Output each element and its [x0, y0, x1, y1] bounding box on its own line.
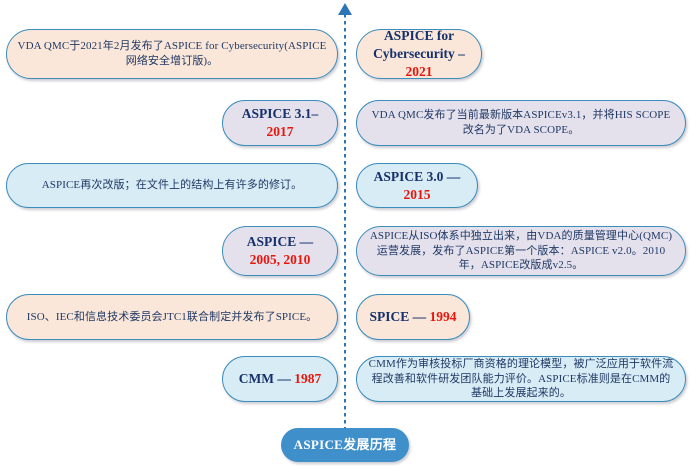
- event-label-2015[interactable]: ASPICE 3.0 — 2015: [356, 163, 478, 208]
- diagram-title-pill[interactable]: ASPICE发展历程: [281, 428, 409, 462]
- event-description-2015[interactable]: ASPICE再次改版；在文件上的结构上有许多的修订。: [6, 163, 338, 208]
- event-year: 2005, 2010: [249, 252, 311, 267]
- event-label-prefix: SPICE —: [369, 309, 430, 325]
- event-label-text: CMM — 1987: [233, 370, 327, 388]
- event-description-text: ASPICE再次改版；在文件上的结构上有许多的修订。: [41, 179, 303, 192]
- event-description-text: VDA QMC于2021年2月发布了ASPICE for Cybersecuri…: [17, 40, 327, 67]
- event-year: 1987: [294, 371, 322, 387]
- event-label-2005-2010[interactable]: ASPICE — 2005, 2010: [222, 226, 338, 276]
- event-year: 1994: [429, 309, 457, 325]
- event-year: 2021: [405, 63, 433, 79]
- event-description-1994[interactable]: ISO、IEC和信息技术委员会JTC1联合制定并发布了SPICE。: [6, 294, 338, 340]
- event-label-prefix: ASPICE 3.0 —: [373, 168, 461, 184]
- event-label-text: ASPICE — 2005, 2010: [233, 233, 327, 269]
- event-label-2021[interactable]: ASPICE for Cybersecurity – 2021: [356, 27, 482, 80]
- event-description-text: VDA QMC发布了当前最新版本ASPICEv3.1，并将HIS SCOPE改名…: [371, 109, 671, 136]
- event-label-prefix: ASPICE 3.1–: [241, 106, 319, 122]
- event-label-1994[interactable]: SPICE — 1994: [356, 294, 470, 340]
- event-label-2017[interactable]: ASPICE 3.1– 2017: [222, 100, 338, 146]
- event-description-2005-2010[interactable]: ASPICE从ISO体系中独立出来，由VDA的质量管理中心(QMC)运营发展，发…: [356, 226, 686, 276]
- event-description-text: ISO、IEC和信息技术委员会JTC1联合制定并发布了SPICE。: [26, 310, 318, 323]
- event-label-text: ASPICE for Cybersecurity – 2021: [367, 27, 471, 80]
- event-year: 2017: [266, 124, 294, 139]
- event-description-2021[interactable]: VDA QMC于2021年2月发布了ASPICE for Cybersecuri…: [6, 29, 338, 79]
- event-year: 2015: [403, 186, 431, 202]
- event-description-text: CMM作为审核投标厂商资格的理论模型，被广泛应用于软件流程改善和软件研发团队能力…: [368, 358, 674, 400]
- event-label-text: ASPICE 3.0 — 2015: [367, 168, 467, 204]
- diagram-title-text: ASPICE发展历程: [293, 437, 397, 453]
- event-label-prefix: ASPICE —: [246, 234, 314, 250]
- event-description-2017[interactable]: VDA QMC发布了当前最新版本ASPICEv3.1，并将HIS SCOPE改名…: [356, 100, 686, 146]
- event-label-prefix: CMM —: [238, 371, 295, 387]
- event-description-1987[interactable]: CMM作为审核投标厂商资格的理论模型，被广泛应用于软件流程改善和软件研发团队能力…: [356, 356, 686, 402]
- event-label-line2: Cybersecurity –: [373, 46, 465, 62]
- event-label-text: ASPICE 3.1– 2017: [233, 105, 327, 141]
- event-description-text: ASPICE从ISO体系中独立出来，由VDA的质量管理中心(QMC)运营发展，发…: [369, 230, 673, 272]
- event-label-text: SPICE — 1994: [367, 308, 459, 326]
- event-label-line1: ASPICE for: [383, 28, 455, 44]
- up-arrow-icon: [338, 3, 352, 15]
- event-label-1987[interactable]: CMM — 1987: [222, 356, 338, 402]
- timeline-axis: [344, 14, 346, 434]
